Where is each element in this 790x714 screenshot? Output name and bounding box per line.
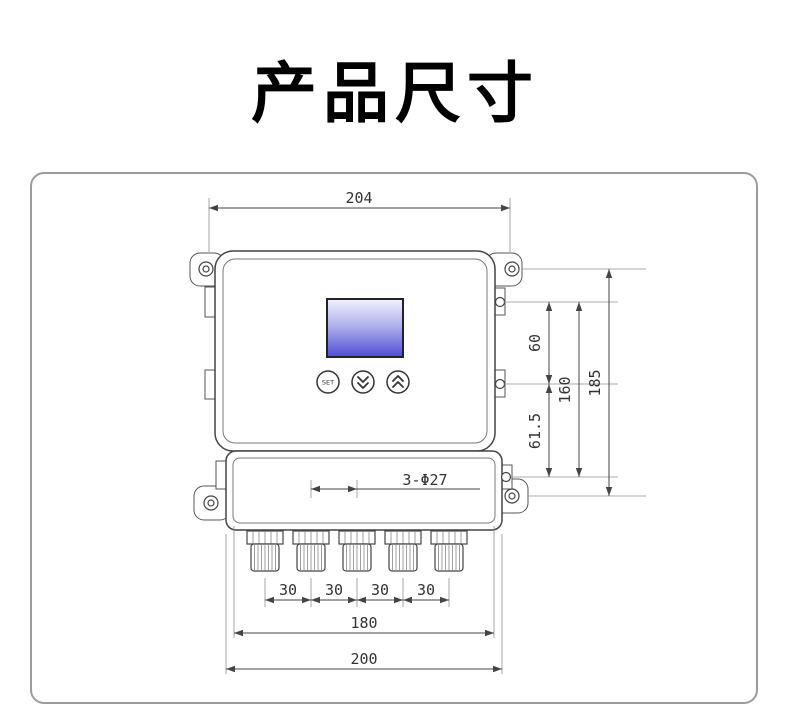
dim-top-width: 204 [345,189,372,207]
down-button [351,370,375,394]
chevron-up-icon [392,375,404,382]
chevron-down-icon [357,376,369,383]
side-tab [204,369,216,400]
dimension-drawing-panel: SET [30,172,758,704]
dim-gland-spacing: 30 [417,581,435,599]
dim-gland-spacing: 30 [325,581,343,599]
device-drawing: SET [189,250,529,572]
cable-gland [338,530,376,572]
dim-overall-height: 185 [586,369,604,396]
dim-bottom-inner-width: 180 [350,614,377,632]
cable-gland [246,530,284,572]
dim-hole-callout: 3-Φ27 [402,471,447,489]
technical-drawing: SET [189,189,646,674]
dim-mount-span: 160 [556,376,574,403]
dim-gland-spacing: 30 [279,581,297,599]
right-hole-bottom [500,471,512,483]
side-tab [204,286,216,318]
set-button-label: SET [322,379,334,387]
dimension-annotations: 204 60 61.5 160 185 3-Φ27 [208,189,646,674]
right-hole-top [494,296,506,308]
cable-glands [246,530,468,572]
dim-right-lower: 61.5 [526,413,544,449]
cable-gland [430,530,468,572]
lcd-screen [326,298,404,358]
device-lower-body [225,450,503,531]
dim-gland-spacing: 30 [371,581,389,599]
dim-bottom-overall-width: 200 [350,650,377,668]
page-title: 产品尺寸 [251,55,539,132]
set-button: SET [316,370,340,394]
cable-gland [384,530,422,572]
mounting-holes [198,261,520,511]
up-button [386,370,410,394]
right-hole-middle [494,378,506,390]
cable-gland [292,530,330,572]
dim-right-upper: 60 [526,334,544,352]
chevron-up-icon [392,381,404,388]
chevron-down-icon [357,382,369,389]
side-tab [215,460,227,490]
